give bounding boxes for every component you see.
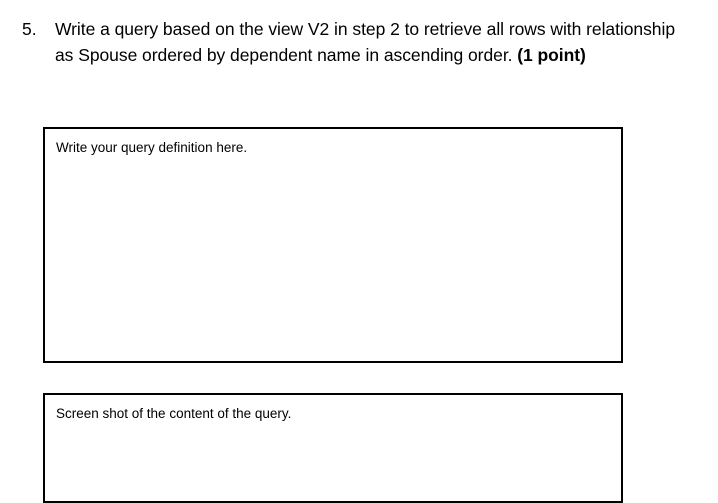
question-points-badge: (1 point): [517, 45, 586, 65]
answer-box-query-definition[interactable]: Write your query definition here.: [43, 127, 623, 363]
answer-prompt-query-definition: Write your query definition here.: [56, 140, 248, 155]
answer-box-query-screenshot[interactable]: Screen shot of the content of the query.: [43, 393, 623, 503]
question-text: Write a query based on the view V2 in st…: [55, 16, 682, 68]
question-number: 5.: [22, 19, 37, 39]
worksheet-page: 5. Write a query based on the view V2 in…: [22, 16, 682, 503]
question-body: Write a query based on the view V2 in st…: [55, 19, 676, 65]
answer-prompt-query-screenshot: Screen shot of the content of the query.: [56, 406, 292, 421]
question-block: 5. Write a query based on the view V2 in…: [22, 16, 682, 68]
